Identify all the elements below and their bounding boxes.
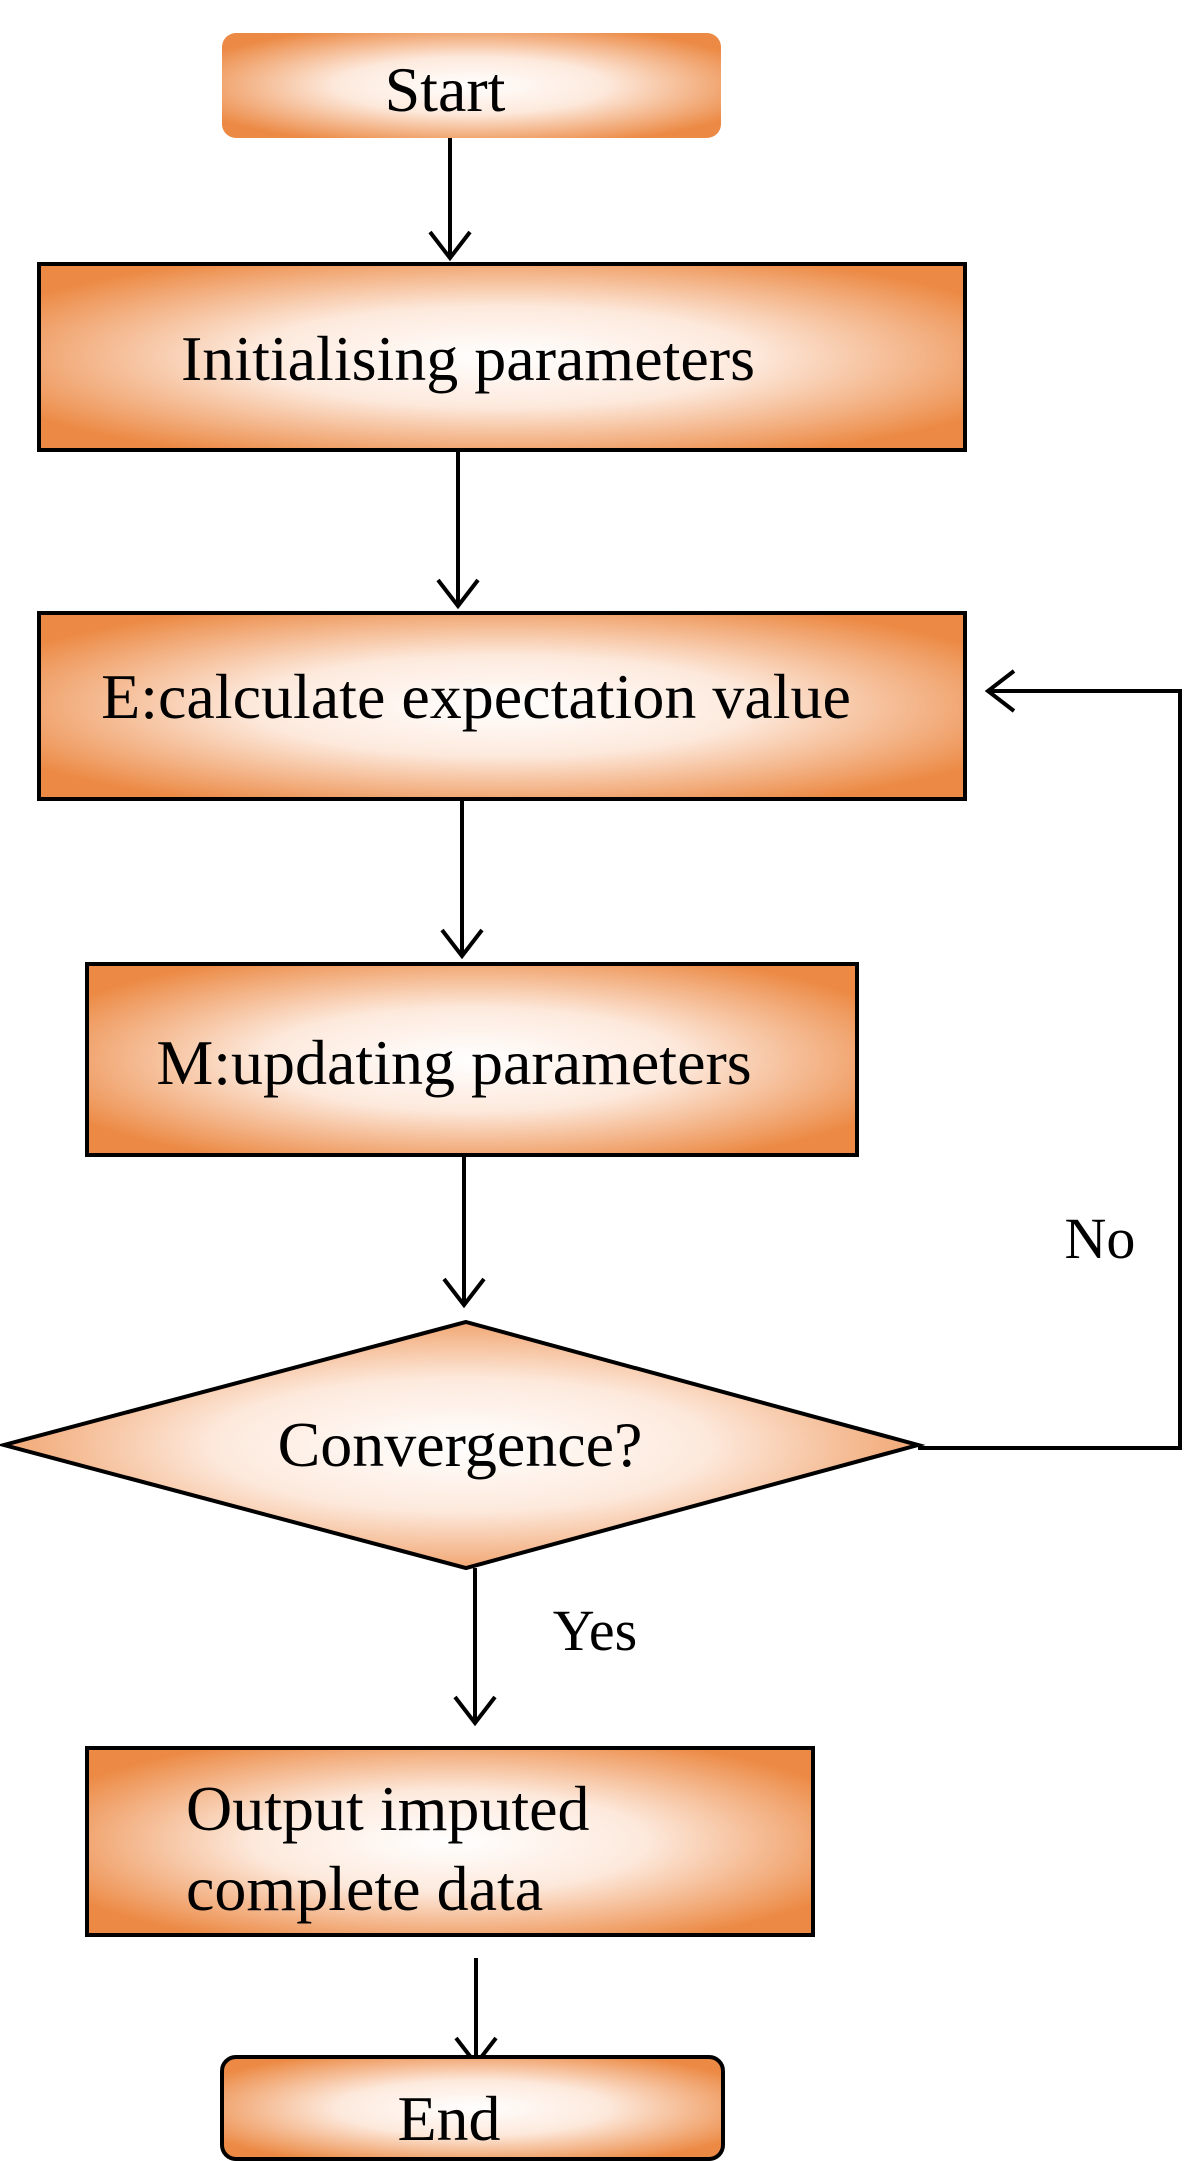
init-label: Initialising parameters (181, 323, 755, 394)
arrow-init-to-estep (436, 450, 480, 610)
start-node: Start (222, 33, 721, 138)
end-label: End (397, 2083, 500, 2154)
estep-node: E:calculate expectation value (37, 611, 967, 801)
arrow-start-to-init (428, 138, 472, 262)
arrow-estep-to-mstep (440, 799, 484, 960)
convergence-label: Convergence? (278, 1409, 643, 1480)
arrow-yes (453, 1568, 497, 1727)
output-label-line2: complete data (186, 1853, 543, 1924)
arrow-mstep-to-convergence (442, 1155, 486, 1309)
convergence-decision: Convergence? (0, 1319, 926, 1571)
start-label: Start (385, 54, 506, 125)
mstep-node: M:updating parameters (85, 962, 859, 1157)
init-node: Initialising parameters (37, 262, 967, 452)
arrow-no-loop (918, 669, 1182, 1450)
estep-label: E:calculate expectation value (101, 661, 851, 732)
output-label-line1: Output imputed (186, 1773, 590, 1844)
output-node: Output imputed complete data (85, 1746, 815, 1937)
mstep-label: M:updating parameters (156, 1027, 751, 1098)
yes-label: Yes (553, 1598, 637, 1663)
end-node: End (220, 2055, 725, 2161)
arrow-output-to-end (454, 1958, 498, 2068)
no-label: No (1065, 1206, 1136, 1271)
